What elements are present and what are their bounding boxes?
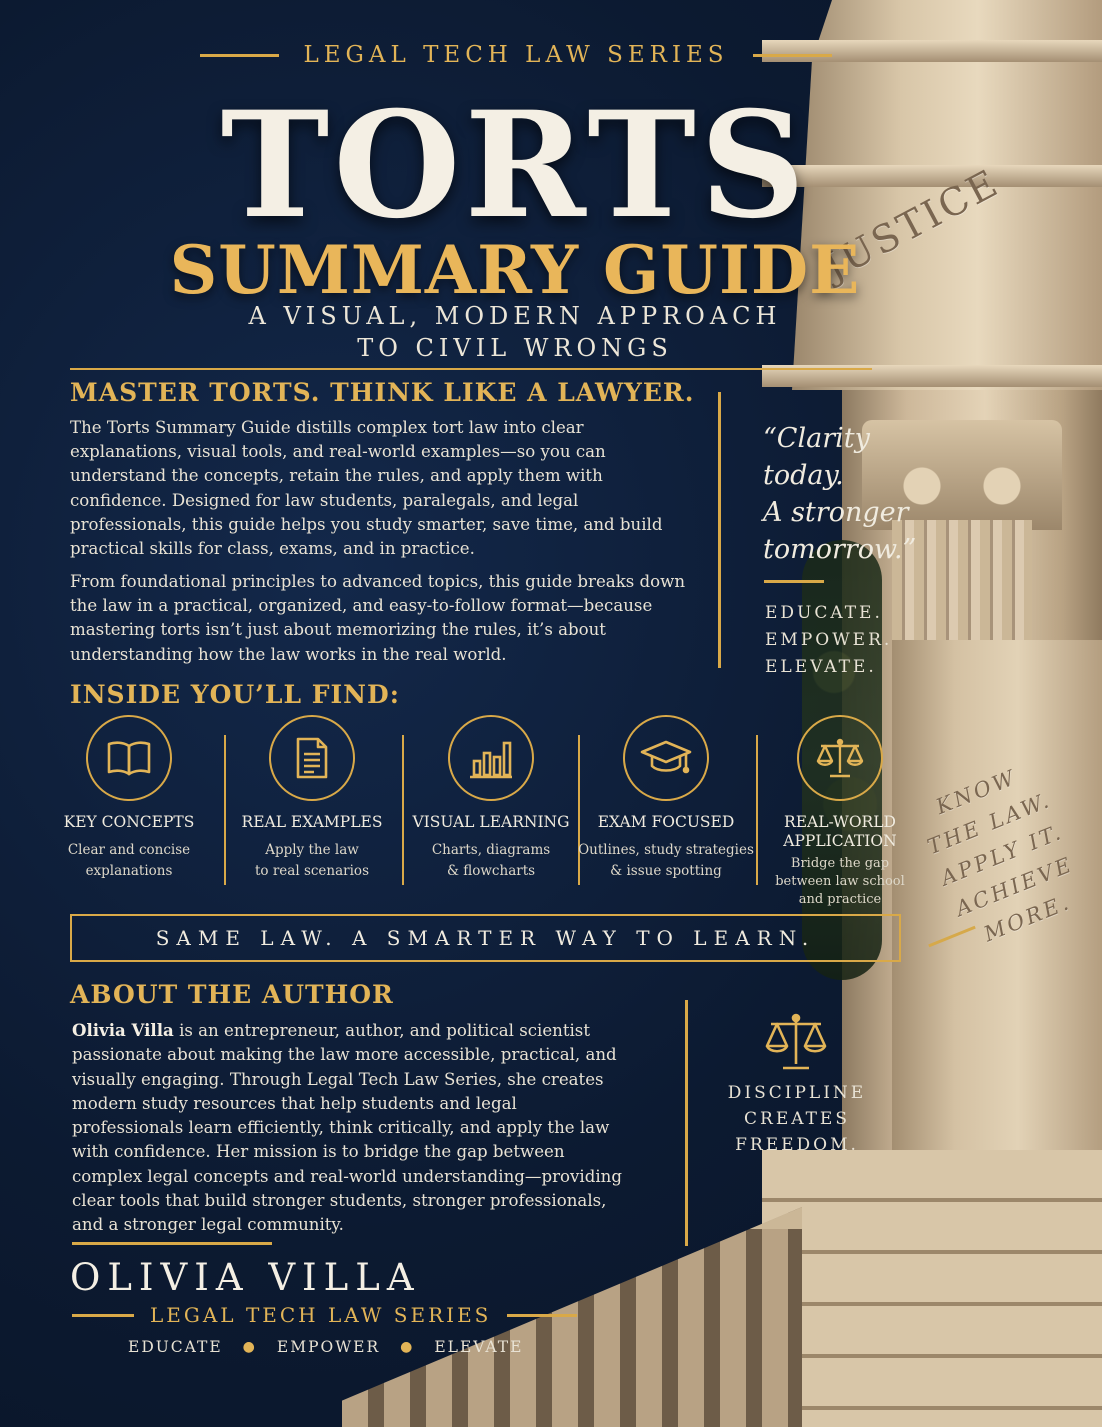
divider <box>200 53 280 57</box>
feature-desc: Bridge the gap between law school and pr… <box>751 855 929 909</box>
divider <box>752 53 832 57</box>
motto-line: DISCIPLINE <box>727 1083 867 1103</box>
feature-title-line: REAL-WORLD <box>784 813 896 831</box>
document-icon <box>296 737 328 779</box>
divider <box>70 368 872 370</box>
icon-circle <box>269 715 355 801</box>
feature-title: VISUAL LEARNING <box>412 813 570 831</box>
motto-line: CREATES <box>744 1109 850 1129</box>
quote-line: A stronger <box>763 497 909 528</box>
about-heading: ABOUT THE AUTHOR <box>70 980 394 1009</box>
author-name-inline: Olivia Villa <box>72 1020 174 1040</box>
slogan-banner: SAME LAW. A SMARTER WAY TO LEARN. <box>70 914 901 962</box>
footer-tagline: EDUCATE ● EMPOWER ● ELEVATE <box>128 1338 523 1356</box>
feature-desc-line: Outlines, study strategies <box>578 842 754 858</box>
intro-paragraph-2: From foundational principles to advanced… <box>70 572 686 664</box>
steps <box>762 1150 1102 1427</box>
feature-desc-line: explanations <box>85 863 173 879</box>
feature-title: REAL EXAMPLES <box>241 813 383 831</box>
vertical-divider <box>718 392 721 668</box>
about-text: is an entrepreneur, author, and politica… <box>72 1021 622 1235</box>
series-footer: LEGAL TECH LAW SERIES <box>72 1300 578 1330</box>
divider <box>72 1242 272 1245</box>
inside-heading: INSIDE YOU’LL FIND: <box>70 680 400 709</box>
feature-desc-line: between law school <box>775 874 905 889</box>
about-paragraph: Olivia Villa is an entrepreneur, author,… <box>72 1018 632 1238</box>
series-name: LEGAL TECH LAW SERIES <box>303 42 729 68</box>
entablature <box>792 0 1102 390</box>
bullet-icon: ● <box>242 1339 257 1355</box>
divider <box>507 1313 578 1317</box>
motto-line: FREEDOM. <box>735 1135 859 1155</box>
feature-desc-line: Apply the law <box>265 842 359 858</box>
icon-circle <box>797 715 883 801</box>
tagline-word: EMPOWER <box>276 1338 381 1356</box>
series-name: LEGAL TECH LAW SERIES <box>150 1303 492 1327</box>
feature-desc-line: Clear and concise <box>67 842 191 858</box>
feature-divider <box>224 735 226 885</box>
cornice <box>762 165 1102 187</box>
cornice <box>762 365 1102 387</box>
feature-desc-line: to real scenarios <box>255 863 369 879</box>
scales-icon <box>816 738 864 778</box>
pull-quote: “Clarity today. A stronger tomorrow.” <box>763 420 933 568</box>
quote-line: “Clarity <box>763 423 870 454</box>
feature-divider <box>756 735 758 885</box>
column-capital <box>862 420 1062 530</box>
feature-desc-line: Bridge the gap <box>790 856 890 871</box>
feature-title: REAL-WORLD APPLICATION <box>751 813 929 851</box>
page-subtitle: SUMMARY GUIDE <box>169 231 861 309</box>
page-title: TORTS <box>220 80 810 251</box>
scales-icon <box>763 1010 829 1076</box>
mantra-line: ELEVATE. <box>765 657 877 677</box>
divider <box>72 1313 134 1317</box>
intro-heading: MASTER TORTS. THINK LIKE A LAWYER. <box>70 378 695 407</box>
mantra-line: EMPOWER. <box>765 630 893 650</box>
feature-divider <box>402 735 404 885</box>
feature-title: EXAM FOCUSED <box>597 813 735 831</box>
cornice <box>762 40 1102 62</box>
icon-circle <box>448 715 534 801</box>
tagline-line-1: A VISUAL, MODERN APPROACH <box>248 302 782 330</box>
icon-circle <box>86 715 172 801</box>
feature-divider <box>578 735 580 885</box>
tagline-word: EDUCATE <box>128 1338 223 1356</box>
feature-desc-line: Charts, diagrams <box>431 842 551 858</box>
bar-chart-icon <box>470 741 512 779</box>
author-name: OLIVIA VILLA <box>70 1256 421 1299</box>
feature-desc: Outlines, study strategies & issue spott… <box>577 840 755 882</box>
feature-desc: Clear and concise explanations <box>40 840 218 882</box>
vertical-divider <box>685 1000 688 1246</box>
icon-circle <box>623 715 709 801</box>
bullet-icon: ● <box>400 1339 415 1355</box>
quote-line: tomorrow.” <box>763 534 917 565</box>
tagline-word: ELEVATE <box>434 1338 524 1356</box>
quote-rule <box>764 580 824 583</box>
feature-exam-focused: EXAM FOCUSED Outlines, study strategies … <box>577 715 755 882</box>
mantra-line: EDUCATE. <box>765 603 883 623</box>
courthouse-illustration: JUSTICE KNOW THE LAW. APPLY IT. ACHIEVE … <box>722 0 1102 1427</box>
feature-title: KEY CONCEPTS <box>63 813 195 831</box>
feature-list: KEY CONCEPTS Clear and concise explanati… <box>40 715 930 907</box>
feature-desc: Apply the law to real scenarios <box>223 840 401 882</box>
feature-desc-line: & flowcharts <box>446 863 536 879</box>
feature-desc-line: & issue spotting <box>610 863 722 879</box>
series-header: LEGAL TECH LAW SERIES <box>200 38 832 72</box>
graduation-cap-icon <box>640 740 692 774</box>
mantra: EDUCATE. EMPOWER. ELEVATE. <box>765 600 892 681</box>
feature-title-line: APPLICATION <box>783 832 897 850</box>
side-motto: DISCIPLINE CREATES FREEDOM. <box>727 1080 867 1158</box>
feature-real-world-application: REAL-WORLD APPLICATION Bridge the gap be… <box>751 715 929 909</box>
feature-key-concepts: KEY CONCEPTS Clear and concise explanati… <box>40 715 218 882</box>
feature-visual-learning: VISUAL LEARNING Charts, diagrams & flowc… <box>402 715 580 882</box>
feature-real-examples: REAL EXAMPLES Apply the law to real scen… <box>223 715 401 882</box>
feature-desc-line: and practice <box>798 892 882 907</box>
tagline-line-2: TO CIVIL WRONGS <box>357 334 673 362</box>
feature-desc: Charts, diagrams & flowcharts <box>402 840 580 882</box>
quote-line: today. <box>763 460 844 491</box>
book-icon <box>107 741 151 776</box>
intro-paragraph-1: The Torts Summary Guide distills complex… <box>70 418 663 559</box>
